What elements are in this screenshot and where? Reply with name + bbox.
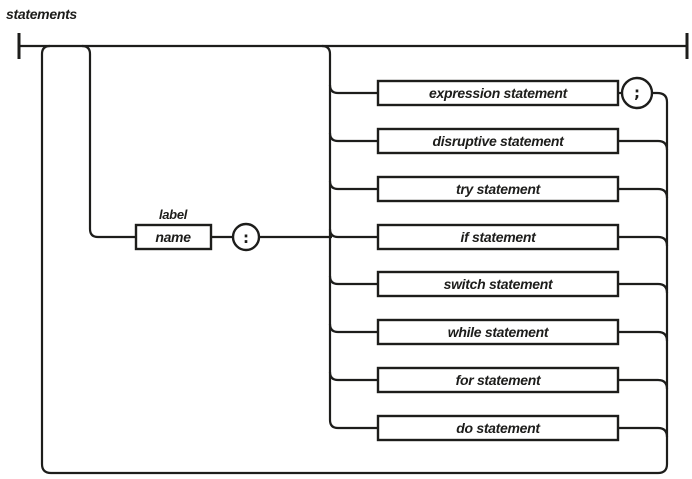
- label-branch-rail: [81, 44, 136, 239]
- statement-box: [376, 79, 620, 107]
- statement-box-label: while statement: [448, 324, 550, 340]
- statement-box-label: switch statement: [444, 276, 554, 292]
- exit-rail-row-7: [618, 378, 669, 390]
- statement-box-label: do statement: [456, 420, 541, 436]
- branch-rail-row-6: [328, 323, 378, 334]
- branch-rail-row-1: [328, 84, 378, 95]
- semicolon-label: ;: [634, 84, 640, 102]
- branch-rail-row-4: [328, 228, 378, 239]
- statement-box: [376, 175, 620, 203]
- exit-rail-row-8: [618, 426, 669, 438]
- statement-box: [376, 414, 620, 442]
- label-caption: label: [159, 207, 188, 222]
- node-if-statement: if statement: [376, 223, 620, 251]
- exit-rail-row-3: [618, 187, 669, 199]
- statement-box-label: disruptive statement: [433, 133, 566, 149]
- statement-box: [376, 270, 620, 298]
- branch-rail-row-5: [328, 275, 378, 286]
- statement-box: [376, 318, 620, 346]
- branch-rail-row-3: [328, 180, 378, 191]
- node-switch-statement: switch statement: [376, 270, 620, 298]
- branch-rail-row-7: [328, 371, 378, 382]
- statement-box-label: if statement: [461, 229, 538, 245]
- statement-box: [376, 223, 620, 251]
- semicolon-token: ;: [620, 76, 654, 110]
- statement-box-label: expression statement: [429, 85, 569, 101]
- name-node: name: [134, 223, 213, 251]
- branch-rail-row-2: [328, 132, 378, 143]
- node-while-statement: while statement: [376, 318, 620, 346]
- choice-branch-rail: [321, 44, 378, 430]
- node-expression-statement: expression statement: [376, 79, 620, 107]
- exit-rail-row-5: [618, 282, 669, 294]
- node-for-statement: for statement: [376, 366, 620, 394]
- statement-box-label: try statement: [456, 181, 542, 197]
- loop-back-rail: [40, 44, 669, 475]
- exit-rail-row-4: [618, 235, 669, 247]
- colon-label: :: [243, 229, 249, 247]
- semicolon-circle: [620, 76, 654, 110]
- statement-box-label: for statement: [456, 372, 542, 388]
- node-try-statement: try statement: [376, 175, 620, 203]
- exit-rail-row-6: [618, 330, 669, 342]
- node-disruptive-statement: disruptive statement: [376, 127, 620, 155]
- node-do-statement: do statement: [376, 414, 620, 442]
- name-box-label: name: [155, 229, 191, 245]
- colon-token: :: [231, 222, 261, 252]
- name-box: [134, 223, 213, 251]
- diagram-title: statements: [6, 6, 77, 22]
- exit-rail-row-2: [618, 139, 669, 151]
